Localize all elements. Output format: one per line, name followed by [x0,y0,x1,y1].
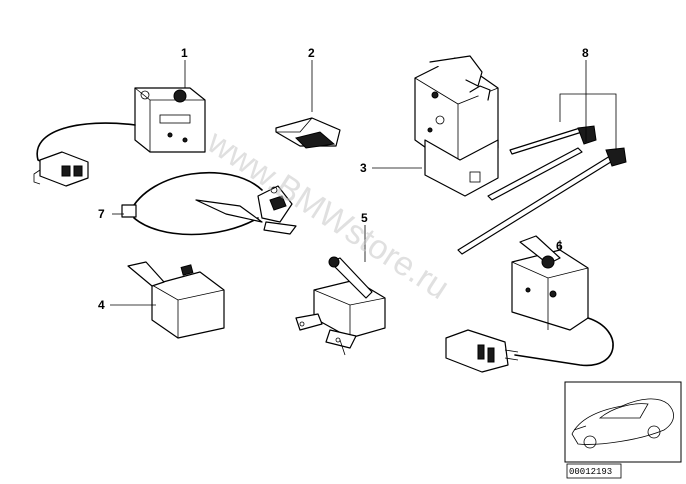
reference-number: 00012193 [569,467,612,477]
callout-5: 5 [361,211,368,225]
part-2-clip [275,117,341,149]
vehicle-thumbnail: 00012193 [564,381,682,479]
callout-8: 8 [582,46,589,60]
callout-2: 2 [308,46,315,60]
part-8-cable-ties [457,125,627,255]
part-6-switch-with-connector [445,235,614,373]
callout-4: 4 [98,298,105,312]
part-7-wire-harness [121,171,297,236]
callout-7: 7 [98,207,105,221]
part-1-switch-with-connector [33,87,206,187]
part-5-micro-switch [295,256,386,356]
callout-3: 3 [360,161,367,175]
leader-lines [110,60,617,306]
part-4-cover [127,261,225,339]
part-3-relay-module [414,55,499,197]
callout-1: 1 [181,46,188,60]
callout-6: 6 [556,239,563,253]
